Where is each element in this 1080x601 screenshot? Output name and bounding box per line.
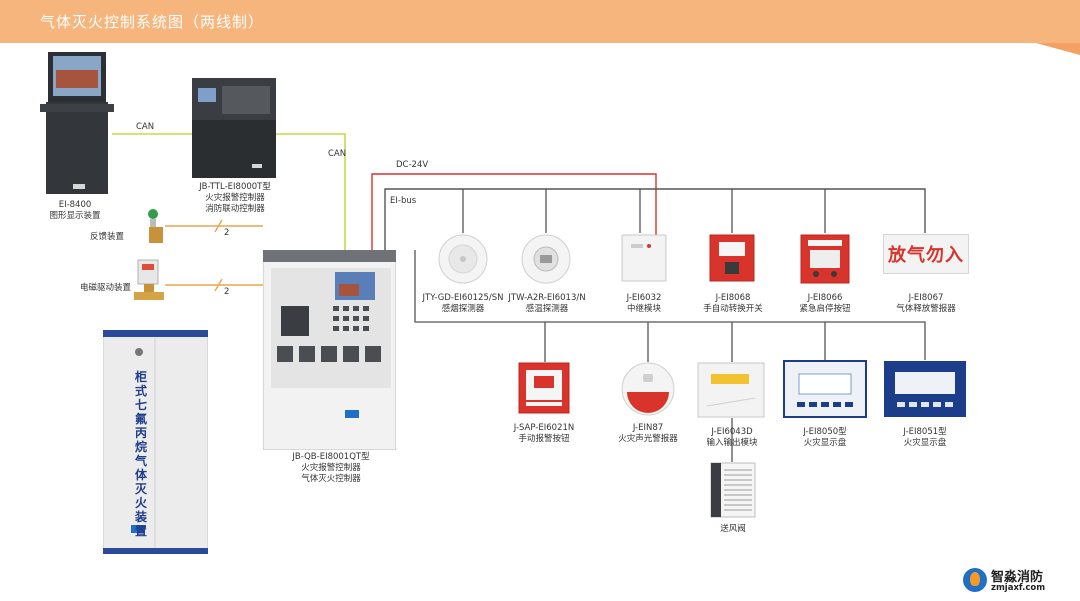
cabinet-vertical-text: 柜式七氟丙烷气体灭火装置 xyxy=(134,370,147,538)
gas-release-alarm-device: 放气勿入 xyxy=(883,234,969,274)
gas-fire-controller-device xyxy=(262,249,397,451)
gas-fire-controller-label: JB-QB-EI8001QT型火灾报警控制器气体灭火控制器 xyxy=(292,452,370,484)
fire-display-panel-1-device xyxy=(783,360,867,418)
wire-count-solenoid: 2 xyxy=(224,287,230,297)
solenoid-label: 电磁驱动装置 xyxy=(80,283,132,293)
can-label-horizontal: CAN xyxy=(136,122,155,132)
manual-call-point-device xyxy=(518,362,570,414)
sounder-strobe-device xyxy=(621,362,675,416)
eibus-drops xyxy=(462,189,826,233)
header-bar: 气体灭火控制系统图（两线制） xyxy=(0,0,1080,43)
fire-display-panel-1-label: J-EI8050型火灾显示盘 xyxy=(803,427,847,448)
gas-release-sign-text: 放气勿入 xyxy=(888,245,964,266)
header-corner-decoration xyxy=(1036,43,1080,55)
can-bus-line xyxy=(112,133,346,250)
eibus-label: EI-bus xyxy=(390,196,417,206)
brand-logo-icon xyxy=(963,568,987,592)
io-module-device xyxy=(697,362,765,418)
heat-detector-device xyxy=(520,233,572,285)
air-damper-device xyxy=(710,462,756,518)
brand-url: zmjaxf.com xyxy=(991,583,1046,593)
linkage-controller-label: JB-TTL-EI8000T型火灾报警控制器消防联动控制器 xyxy=(199,182,271,214)
can-label-vertical: CAN xyxy=(328,149,347,159)
air-damper-label: 送风阀 xyxy=(720,524,746,534)
linkage-controller-device xyxy=(192,78,276,178)
brand-name: 智淼消防 xyxy=(991,570,1044,585)
eibus-line xyxy=(384,188,926,250)
auto-manual-switch-device xyxy=(709,234,755,282)
eibus-lower-drops xyxy=(544,322,826,462)
page-title: 气体灭火控制系统图（两线制） xyxy=(40,13,265,31)
dc24v-line xyxy=(371,173,657,253)
fire-display-panel-2-label: J-EI8051型火灾显示盘 xyxy=(903,427,947,448)
dc24v-label: DC-24V xyxy=(396,160,429,170)
smoke-detector-device xyxy=(437,233,489,285)
brand-logo: 智淼消防 zmjaxf.com xyxy=(963,566,1073,596)
feedback-device xyxy=(142,207,168,247)
gas-extinguishing-cabinet: 柜式七氟丙烷气体灭火装置 xyxy=(102,330,209,555)
relay-module-device xyxy=(621,234,667,282)
solenoid-device xyxy=(130,258,170,304)
fire-display-panel-2-device xyxy=(883,360,967,418)
output-lines xyxy=(165,219,263,292)
feedback-label: 反馈装置 xyxy=(90,232,125,242)
eibus-lower-line xyxy=(414,250,926,360)
emergency-stop-device xyxy=(800,234,850,284)
graphic-display-device xyxy=(40,48,114,198)
wire-count-feedback: 2 xyxy=(224,228,230,238)
